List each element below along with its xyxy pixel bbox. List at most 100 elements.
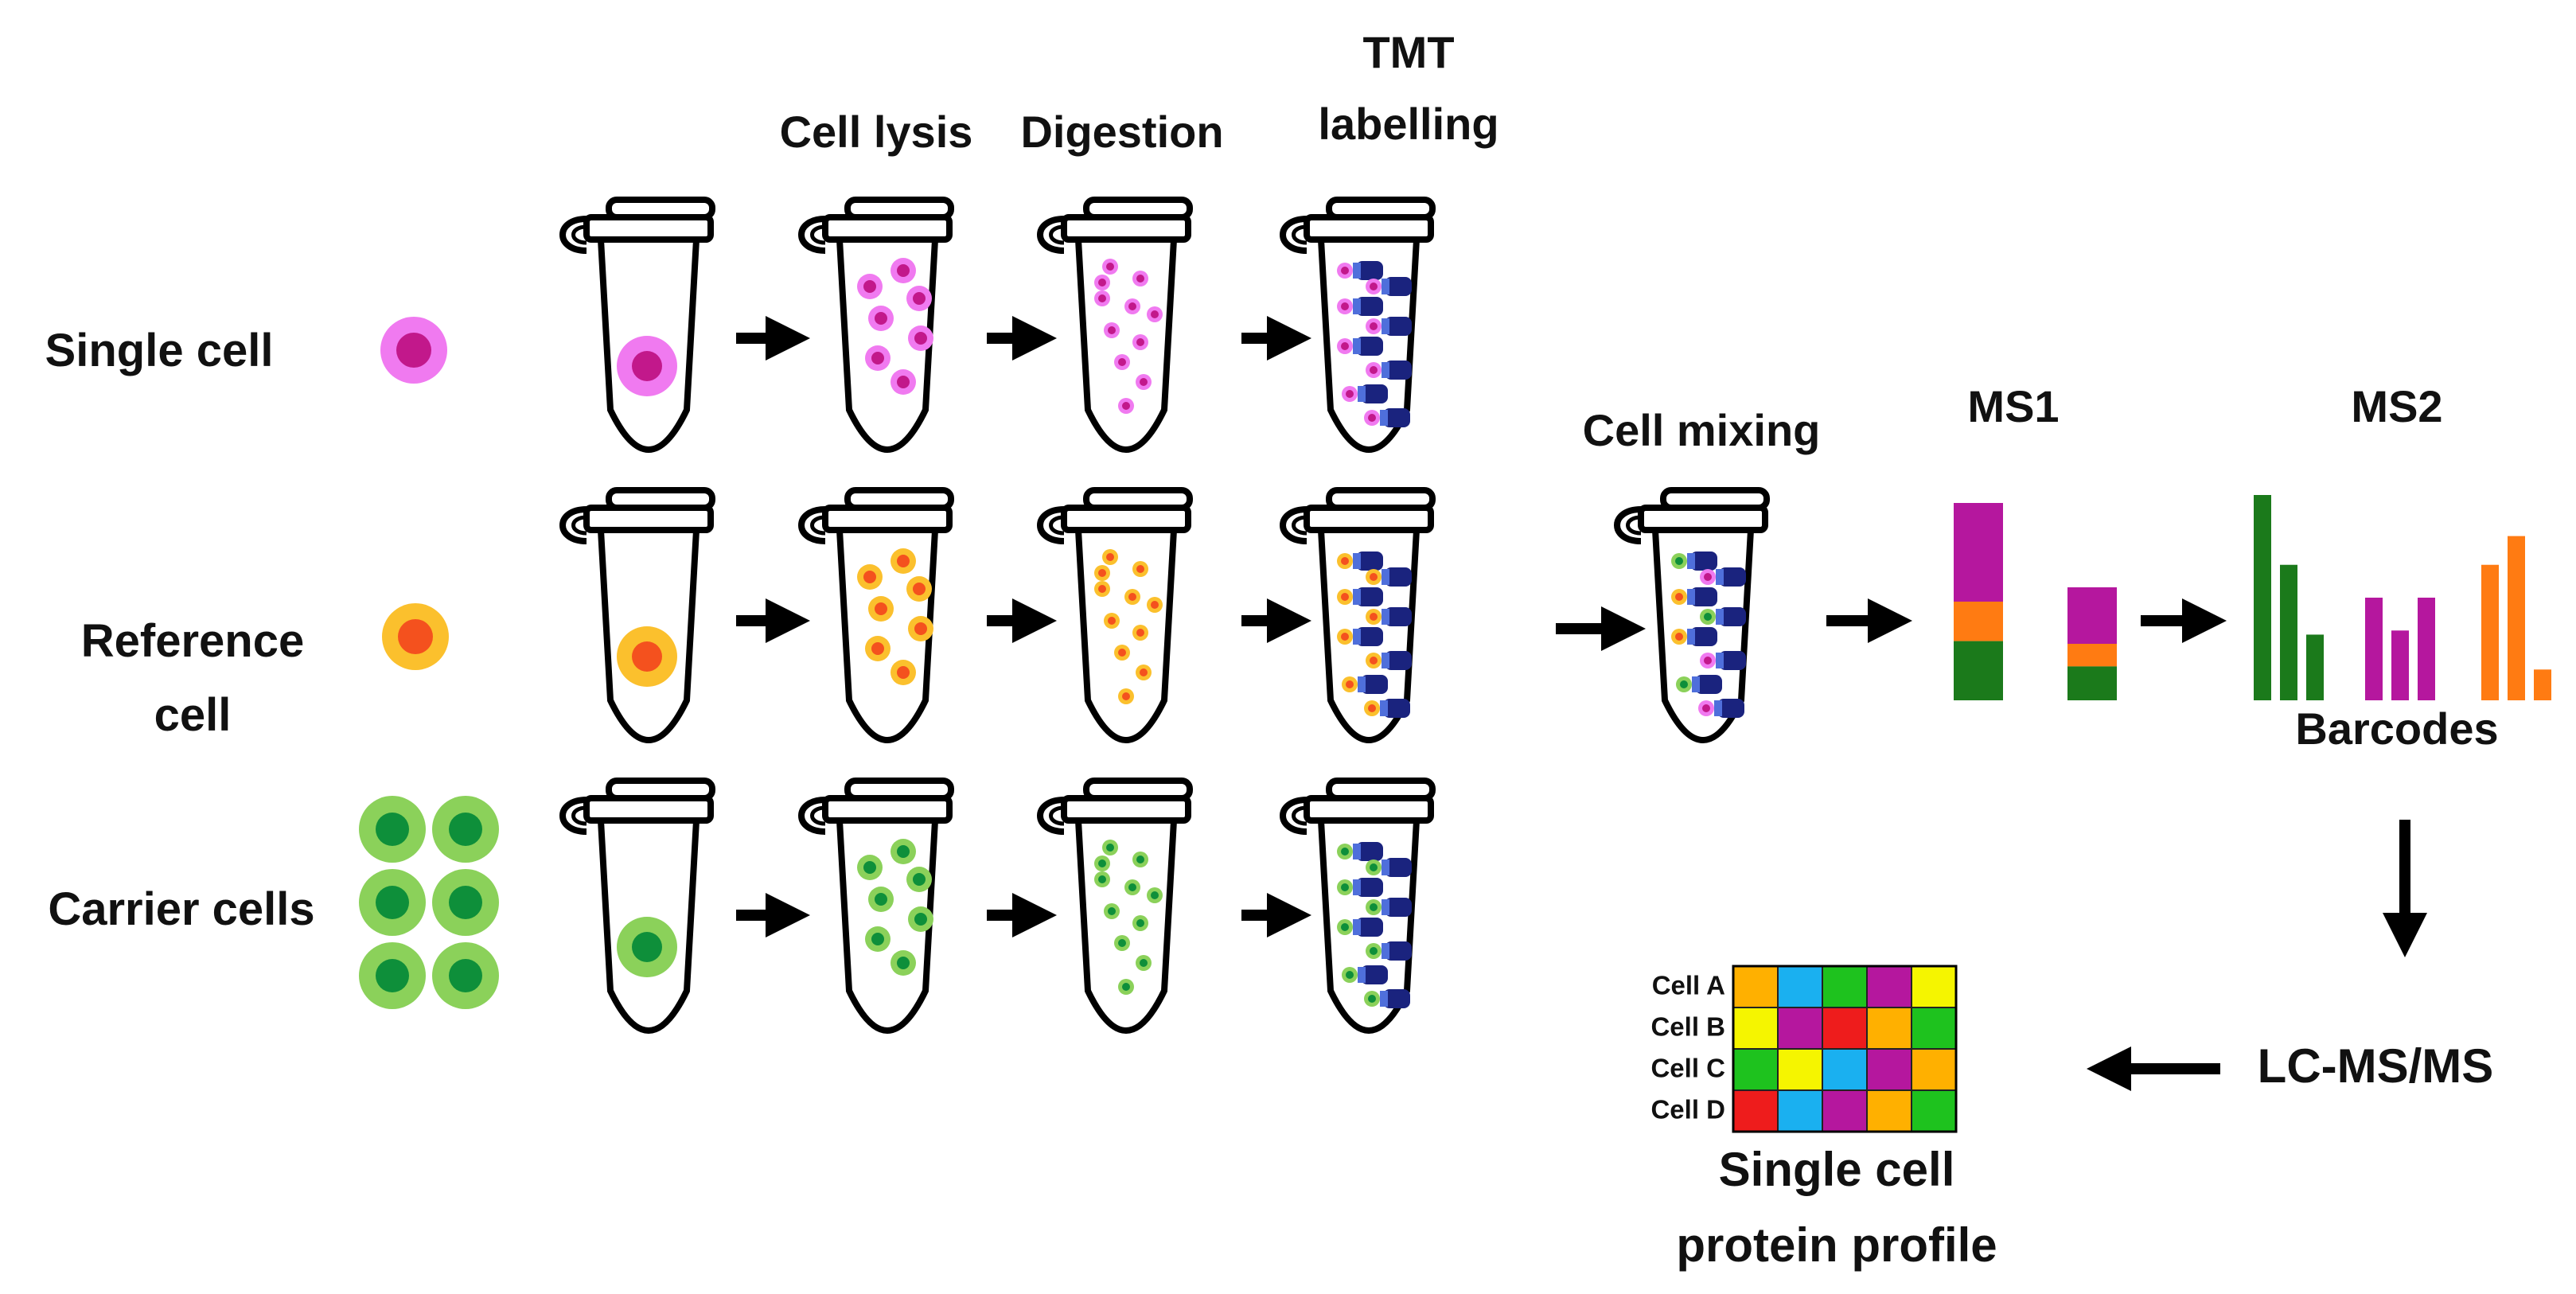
- peptide: [1124, 298, 1140, 314]
- ms1-peak-small: [2067, 587, 2117, 700]
- peptide: [1114, 354, 1130, 370]
- single-tube-cell: [559, 197, 715, 453]
- ms1-segment: [1954, 641, 2003, 700]
- labelled-peptide: [1366, 609, 1382, 625]
- labelled-peptide: [1337, 338, 1353, 354]
- label-cell-mixing: Cell mixing: [1583, 405, 1821, 455]
- peptide: [1136, 955, 1152, 971]
- label-ms1: MS1: [1967, 381, 2059, 431]
- labelled-peptide: [1337, 553, 1353, 569]
- profile-cell: [1911, 1089, 1957, 1132]
- label-reference: Reference: [81, 615, 304, 667]
- label-digestion: Digestion: [1020, 107, 1223, 157]
- carrier-tube-lysis: [798, 778, 954, 1034]
- tmt-tag: [1358, 965, 1388, 984]
- reference-tube-lysis: [798, 487, 954, 743]
- label-carrier-cells: Carrier cells: [48, 883, 314, 935]
- tmt-tag: [1380, 989, 1410, 1008]
- profile-cell: [1822, 1048, 1868, 1091]
- labelled-peptide: [1337, 919, 1353, 935]
- tube-grid: [559, 197, 1770, 1034]
- peptide: [1094, 871, 1110, 887]
- peptide: [1132, 561, 1148, 577]
- mixed-peptide: [1700, 653, 1716, 668]
- flow-arrows: [736, 316, 2427, 1091]
- peptide: [1147, 887, 1163, 903]
- peptide: [1094, 581, 1110, 597]
- profile-cell: [1822, 1007, 1868, 1050]
- tmt-tag: [1358, 675, 1388, 694]
- tmt-tag: [1716, 567, 1746, 587]
- lysed-fragment: [865, 636, 890, 661]
- peptide: [1132, 334, 1148, 350]
- carrier-cell: [359, 942, 426, 1009]
- lysed-fragment: [908, 616, 933, 641]
- tmt-tag: [1382, 567, 1412, 587]
- peptide: [1132, 915, 1148, 931]
- labelled-peptide: [1366, 899, 1382, 915]
- lysed-fragment: [857, 564, 883, 590]
- carrier-cell: [359, 796, 426, 863]
- peptide: [1102, 840, 1118, 856]
- ms1-spectrum: [1954, 503, 2117, 700]
- profile-row-label: Cell A: [1652, 970, 1725, 1000]
- tmt-tag: [1353, 627, 1383, 646]
- tmt-tag: [1382, 898, 1412, 917]
- tmt-tag: [1353, 297, 1383, 316]
- tmt-tag: [1382, 607, 1412, 626]
- profile-cell: [1777, 965, 1823, 1008]
- tmt-tag: [1382, 651, 1412, 670]
- peptide: [1136, 374, 1152, 390]
- tmt-tag: [1382, 941, 1412, 961]
- tmt-tag: [1687, 552, 1717, 571]
- labelled-peptide: [1342, 676, 1358, 692]
- labelled-peptide: [1366, 362, 1382, 378]
- labelled-peptide: [1364, 700, 1380, 716]
- peptide: [1132, 625, 1148, 641]
- ms2-reporter-bar: [2481, 564, 2499, 700]
- profile-cell: [1866, 1048, 1912, 1091]
- profile-cell: [1777, 1048, 1823, 1091]
- peptide: [1104, 903, 1120, 919]
- tmt-tag: [1382, 317, 1412, 336]
- profile-row-label: Cell B: [1650, 1011, 1725, 1041]
- peptide: [1094, 565, 1110, 581]
- mixed-peptide: [1676, 676, 1692, 692]
- labelled-peptide: [1366, 943, 1382, 959]
- lysed-fragment: [865, 345, 890, 371]
- tmt-tag: [1687, 587, 1717, 606]
- labelled-peptide: [1366, 279, 1382, 294]
- labelled-peptide: [1337, 844, 1353, 859]
- peptide: [1094, 275, 1110, 290]
- labelled-peptide: [1366, 569, 1382, 585]
- ms2-reporter-bar: [2508, 536, 2525, 700]
- reference-tube-cell: [559, 487, 715, 743]
- profile-cell: [1732, 1089, 1779, 1132]
- profile-row-label: Cell D: [1650, 1094, 1725, 1124]
- ms1-segment: [1954, 503, 2003, 602]
- mixed-peptide: [1671, 629, 1687, 645]
- lysed-fragment: [890, 950, 916, 976]
- ms2-spectrum: [2254, 495, 2551, 700]
- labelled-peptide: [1342, 386, 1358, 402]
- label-barcodes: Barcodes: [2295, 704, 2498, 754]
- profile-cell: [1866, 1007, 1912, 1050]
- profile-cell: [1822, 965, 1868, 1008]
- profile-cell: [1777, 1007, 1823, 1050]
- labelled-peptide: [1342, 967, 1358, 983]
- tmt-tag: [1382, 858, 1412, 877]
- peptide: [1102, 259, 1118, 275]
- peptide: [1147, 597, 1163, 613]
- lysed-fragment: [908, 325, 933, 351]
- carrier-cell: [359, 869, 426, 936]
- tmt-tag: [1692, 675, 1722, 694]
- ms2-reporter-bar: [2534, 669, 2551, 700]
- profile-cell: [1911, 965, 1957, 1008]
- label-lcms: LC-MS/MS: [2258, 1039, 2494, 1093]
- labelled-peptide: [1366, 318, 1382, 334]
- reference-cell-icon: [382, 603, 449, 670]
- lysed-fragment: [908, 906, 933, 932]
- labelled-peptide: [1366, 653, 1382, 668]
- carrier-tube-digestion: [1037, 778, 1193, 1034]
